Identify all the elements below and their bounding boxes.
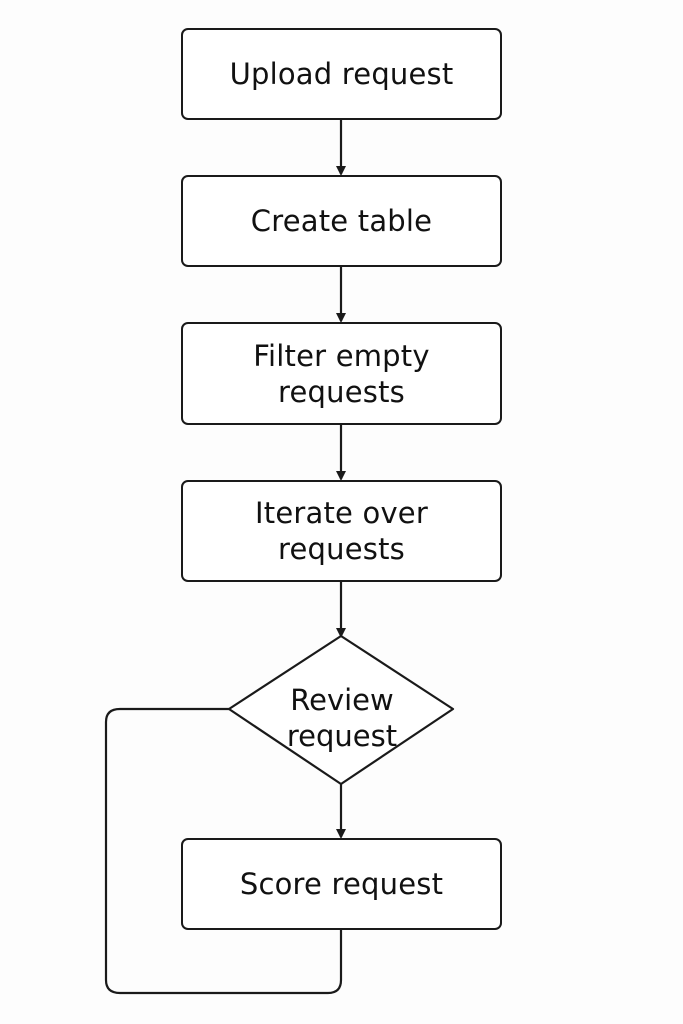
upload-request-label: Upload request — [229, 57, 454, 91]
score-request-label: Score request — [239, 867, 444, 901]
upload-request-node: Upload request — [181, 28, 502, 120]
filter-empty-requests-label: Filter empty requests — [253, 338, 430, 409]
score-request-node: Score request — [181, 838, 502, 930]
create-table-label: Create table — [250, 204, 433, 238]
review-request-label: Review request — [286, 683, 398, 753]
loop-back-connector — [104, 707, 343, 995]
create-table-node: Create table — [181, 175, 502, 267]
iterate-over-requests-label: Iterate over requests — [255, 496, 428, 566]
filter-empty-requests-node: Filter empty requests — [181, 322, 502, 425]
iterate-over-requests-node: Iterate over requests — [181, 480, 502, 582]
